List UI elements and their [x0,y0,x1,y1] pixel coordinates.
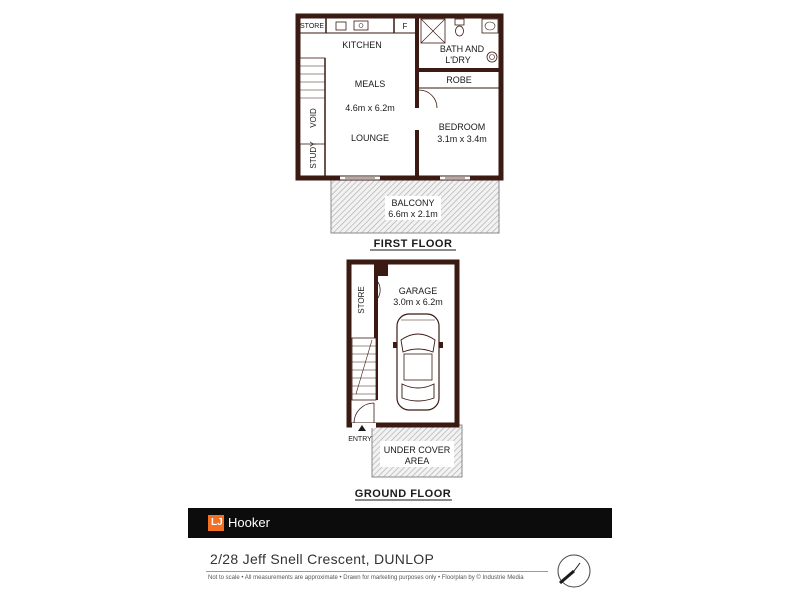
car-icon [393,313,443,411]
room-label-bath-1: BATH AND [440,44,485,54]
room-label-void: VOID [309,108,318,128]
floorplan-drawing: STORE F KITCHEN BATH AND L'DRY ROBE MEAL… [295,13,504,501]
ground-floor-title: GROUND FLOOR [355,488,451,500]
divider [206,571,548,572]
room-label-garage-dims: 3.0m x 6.2m [393,297,443,307]
room-label-fridge: F [403,22,408,31]
lj-hooker-logo: LJ [208,515,224,531]
room-label-balcony: BALCONY [391,198,434,208]
brand-banner: LJ Hooker [188,508,612,538]
logo-mark: LJ [211,517,223,528]
room-label-meals: MEALS [355,79,386,89]
room-label-lounge: LOUNGE [351,133,389,143]
room-label-store-first: STORE [300,23,324,30]
room-label-study: STUDY [309,141,318,169]
first-floor-plan: STORE F KITCHEN BATH AND L'DRY ROBE MEAL… [295,13,504,251]
room-label-robe: ROBE [446,75,472,85]
disclaimer-text: Not to scale • All measurements are appr… [208,575,524,581]
room-label-bath-2: L'DRY [445,55,471,65]
room-label-under-cover-1: UNDER COVER [384,445,451,455]
room-label-bedroom-dims: 3.1m x 3.4m [437,134,487,144]
room-label-garage: GARAGE [399,286,438,296]
room-label-living-dims: 4.6m x 6.2m [345,103,395,113]
room-label-under-cover-2: AREA [405,456,430,466]
first-floor-outline [295,13,504,181]
property-address: 2/28 Jeff Snell Crescent, DUNLOP [210,551,435,567]
room-label-balcony-dims: 6.6m x 2.1m [388,209,438,219]
first-floor-title: FIRST FLOOR [374,238,453,250]
room-label-store-ground: STORE [357,286,366,313]
ground-floor-plan: STORE GARAGE 3.0m x 6.2m ENTRY UNDER COV… [346,259,463,501]
room-label-entry: ENTRY [348,436,372,443]
ground-floor-outline [346,259,460,428]
agency-name: Hooker [228,515,270,530]
room-label-bedroom: BEDROOM [439,122,486,132]
north-compass-icon [557,554,591,588]
room-label-kitchen: KITCHEN [342,40,382,50]
